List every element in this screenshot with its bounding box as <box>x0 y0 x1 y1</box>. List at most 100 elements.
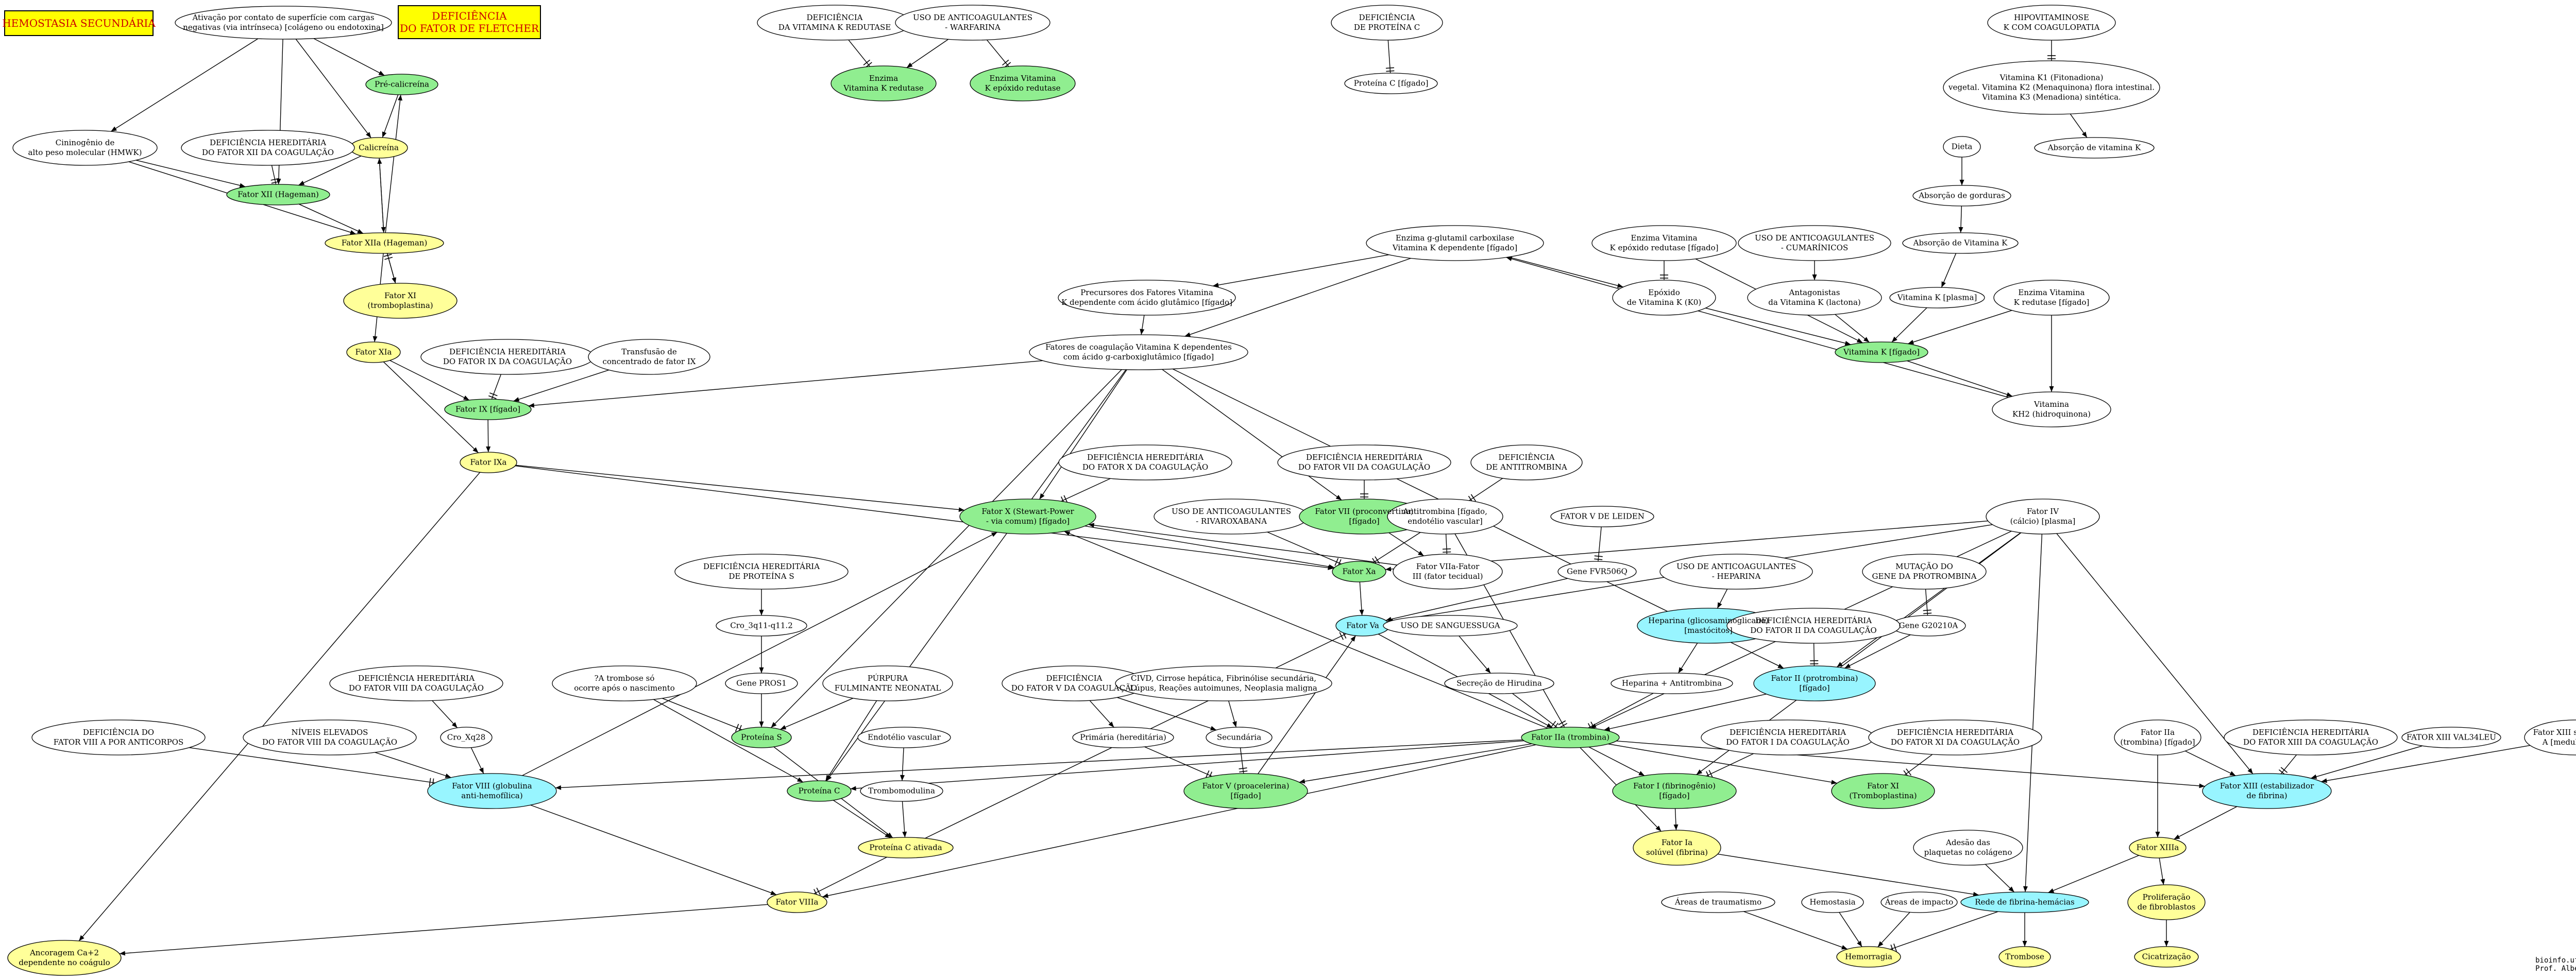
edge-fator_x-to-fator_xa <box>1084 525 1335 569</box>
edge-uso_cumarinicos-to-antagonistas <box>1812 261 1817 280</box>
node-label-precalicreina: Pré-calicreína <box>375 79 429 89</box>
edge-cininogenio-to-fator_xii <box>135 160 246 188</box>
node-endotelio <box>857 727 951 748</box>
edge-civd-to-secundaria <box>1228 700 1237 728</box>
edge-areas_traum-to-hemorragia <box>1743 911 1848 950</box>
edge-line <box>1985 864 2015 892</box>
edge-line <box>1839 912 1862 947</box>
node-uso-sanguessuga <box>1383 615 1518 637</box>
node-label-gene-fvr: Gene FVR506Q <box>1567 566 1628 576</box>
node-label-def-viii-anti: DEFICIÊNCIA DO FATOR VIII A POR ANTICORP… <box>53 728 184 747</box>
node-heparina-anti <box>1611 673 1733 694</box>
edge-fator_ixa-to-fator_x <box>515 465 965 512</box>
node-vit-k-tipos <box>1943 60 2160 115</box>
arrow-head <box>111 126 117 132</box>
inhibit-bar <box>270 178 279 181</box>
node-label-def-v: DEFICIÊNCIA DO FATOR V DA COAGULAÇÃO <box>1011 674 1138 693</box>
node-fator-iia <box>1521 727 1620 748</box>
edge-enz_vk_red_fig-to-vit_kh2 <box>2049 315 2054 392</box>
node-label-fator-xiii: Fator XIII (estabilizador de fibrina) <box>2219 781 2314 800</box>
edge-fatores_vk-to-proteina_c <box>826 369 1126 781</box>
edge-mutacao_protrombina-to-gene_g20210a <box>1923 589 1932 616</box>
edge-proliferacao-to-cicatrizacao <box>2164 920 2169 947</box>
node-fator-x <box>959 499 1096 535</box>
node-label-def-prot-c: DEFICIÊNCIA DE PROTEÍNA C <box>1353 13 1420 32</box>
node-label-gene-pros1: Gene PROS1 <box>736 678 787 688</box>
node-label-vit-kh2: Vitamina KH2 (hidroquinona) <box>2012 400 2091 419</box>
edge-fator_xiii_sub-to-fator_xiii <box>2321 745 2531 783</box>
node-label-fator-xi-top: Fator XI (tromboplastina) <box>367 291 433 310</box>
edge-precalicreina-to-calicreina <box>382 94 399 138</box>
arrow-head <box>2155 832 2160 837</box>
node-label-uso-rivaroxabana: USO DE ANTICOAGULANTES - RIVAROXABANA <box>1172 507 1291 526</box>
node-uso-cumarinicos <box>1738 225 1891 261</box>
node-label-uso-cumarinicos: USO DE ANTICOAGULANTES - CUMARÍNICOS <box>1755 233 1874 252</box>
node-ancoragem <box>7 940 122 976</box>
node-label-proteina-s: Proteína S <box>741 732 782 742</box>
node-label-def-xiii: DEFICIÊNCIA HEREDITÁRIA DO FATOR XIII DA… <box>2243 728 2379 747</box>
node-label-fator-v: Fator V (proacelerina) [fígado] <box>1202 781 1290 800</box>
edge-line <box>2280 754 2297 775</box>
edge-purpura-to-proteina_c <box>825 700 877 781</box>
node-hemorragia <box>1836 946 1901 968</box>
node-absorcao-gord <box>1912 185 2011 207</box>
edge-def_v-to-primaria <box>1089 700 1114 728</box>
edge-def_antitrombina-to-antitrombina <box>1468 478 1503 503</box>
edge-line <box>1604 694 1767 731</box>
edge-line <box>530 804 777 896</box>
node-fator-ixa <box>460 452 517 473</box>
edges-layer <box>78 38 2531 956</box>
node-fator-viii <box>427 773 557 809</box>
node-label-cicatrizacao: Cicatrização <box>2142 952 2191 961</box>
edge-line <box>1877 912 1910 948</box>
edge-line <box>1372 532 1421 563</box>
edge-line <box>1385 578 1568 621</box>
edge-line <box>2025 534 2043 892</box>
node-label-fator-ii: Fator II (protrombina) [fígado] <box>1771 674 1858 693</box>
edge-line <box>1925 589 1928 616</box>
edge-line <box>1506 257 2009 398</box>
node-primaria <box>1072 727 1174 748</box>
node-label-fator-va: Fator Va <box>1346 621 1379 630</box>
edge-line <box>906 39 949 68</box>
edge-line <box>432 700 458 728</box>
edge-def_v-to-secundaria <box>1117 697 1217 731</box>
node-label-cro-3q: Cro_3q11-q11.2 <box>730 621 793 630</box>
node-label-vit-k-figado: Vitamina K [fígado] <box>1843 347 1920 357</box>
node-def-xi <box>1868 719 2042 755</box>
edge-line <box>135 160 246 187</box>
inhibit-bar <box>489 392 498 397</box>
edge-line <box>1184 257 1411 337</box>
node-label-transfusao: Transfusão de concentrado de fator IX <box>602 347 696 366</box>
node-label-gene-g20210a: Gene G20210A <box>1899 621 1958 630</box>
edge-def_ii-to-fator_ii <box>1810 643 1819 666</box>
edge-line <box>822 744 1536 898</box>
edge-line <box>522 531 998 776</box>
edge-fator_ii-to-fator_iia <box>1604 694 1767 731</box>
node-def-prot-s <box>674 554 849 590</box>
edge-line <box>780 698 854 730</box>
node-label-fator-xi: Fator XI (Tromboplastina) <box>1849 781 1917 800</box>
arrow-head <box>759 722 764 727</box>
node-civd <box>1115 665 1332 701</box>
node-def-prot-c <box>1331 5 1443 41</box>
node-fator-v-leiden <box>1550 506 1654 527</box>
arrow-head <box>902 831 907 838</box>
node-label-fator-i: Fator I (fibrinogênio) [fígado] <box>1633 781 1716 800</box>
edge-fatores_vk-to-fator_ix <box>528 360 1043 408</box>
arrow-head <box>2247 768 2253 774</box>
edge-line <box>2056 533 2253 775</box>
inhibit-bar <box>2280 767 2288 773</box>
edge-absorcao_vk-to-vit_k_plasma <box>1941 253 1957 288</box>
node-ativacao <box>175 6 392 40</box>
arrow-head <box>1335 495 1342 501</box>
arrow-head <box>991 532 997 537</box>
edge-ativacao-to-cininogenio <box>110 38 259 132</box>
edge-line <box>1835 314 1870 343</box>
node-def-x <box>1058 444 1232 480</box>
node-label-hipovit: HIPOVITAMINOSE K COM COAGULOPATIA <box>2003 13 2100 32</box>
node-fator-viiia <box>767 891 827 913</box>
inhibit-bar <box>735 724 739 732</box>
node-label-def-antitrombina: DEFICIÊNCIA DE ANTITROMBINA <box>1486 453 1567 472</box>
node-def-vii <box>1277 444 1451 480</box>
